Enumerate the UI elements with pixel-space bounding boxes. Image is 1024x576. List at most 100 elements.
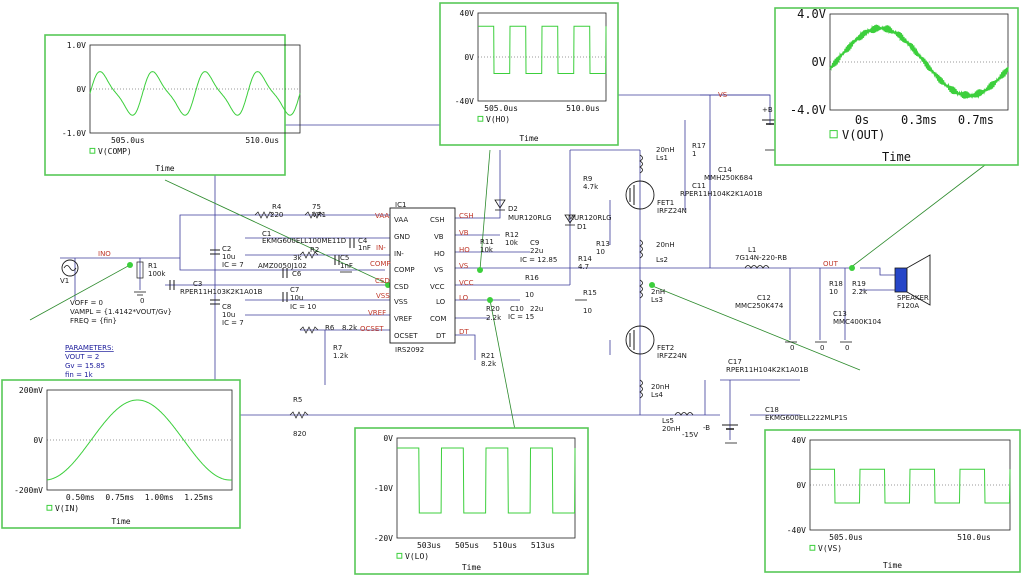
label-c1-value: EKMG600ELL100ME11D [262,237,346,245]
label-c9-ic: IC = 12.85 [520,256,557,264]
label-c7-ref: C7 [290,286,299,294]
label-gnd: 0 [790,344,794,352]
scope-frame [1,379,241,529]
params-title: PARAMETERS: [65,344,114,352]
net-label: OCSET [360,325,384,333]
net-label: CSH [459,212,474,220]
net-label: IN- [376,244,386,252]
label-c18-value: EKMG600ELL222MLP1S [765,414,848,422]
ic-pin: VS [434,266,444,274]
label-c13-ref: C13 [833,310,847,318]
label-r6-ref: R6 [325,324,335,332]
label-ls4-ref: Ls4 [651,391,664,399]
label-d1-ref: D1 [577,223,587,231]
ic-pin: VB [434,233,444,241]
label-fet2-ref: FET2 [657,344,674,352]
x-tick-label: 503us [417,541,441,550]
label-v1-ref: V1 [60,277,69,285]
y-tick-label: -10V [374,484,393,493]
x-tick-label: 0.7ms [958,113,994,127]
label-c18-ref: C18 [765,406,779,414]
net-label: +B [762,106,773,114]
series-line [47,399,232,481]
label-vr1-value: 75 [312,203,321,211]
ic-pin: CSD [394,283,409,291]
label-ls5-ref: Ls5 [662,417,674,425]
label-gnd: 0 [820,344,824,352]
label-c10-ref: C10 [510,305,524,313]
label-c10-ic: IC = 15 [508,313,534,321]
ic-pin: LO [436,298,446,306]
label-c7-ic: IC = 10 [290,303,316,311]
series-line [810,468,1011,504]
label-r1-value: 100k [148,270,166,278]
y-tick-label: 40V [792,436,807,445]
x-tick-label: 505.0us [111,136,145,145]
label-r21-value: 8.2k [481,360,497,368]
label-r2-ref: R2 [310,246,319,254]
label-c8-value: 10u [222,311,235,319]
label-speaker-ref: SPEAKER [897,294,929,302]
label-r5-ref: R5 [293,396,302,404]
label-c3-ref: C3 [193,280,202,288]
y-tick-label: -200mV [14,486,43,495]
label-r18-value: 10 [829,288,838,296]
label-c13-value: MMC400K104 [833,318,882,326]
x-axis-label: Time [883,561,902,570]
component-labels: R4 220 75 VR1 C1 EKMG600ELL100ME11D C4 1… [60,142,929,439]
label-c8-ic: IC = 7 [222,319,244,327]
ic-irs2092[interactable]: IC1 IRS2092 VAA GND IN- COMP CSD VSS VRE… [389,201,456,354]
x-tick-label: 505us [455,541,479,550]
legend-marker [89,147,96,154]
label-ls3-value: 2nH [651,288,665,296]
x-tick-label: 0s [855,113,869,127]
label-r9-value: 4.7k [583,183,599,191]
label-ls1-value: 20nH [656,146,675,154]
ic-pin: COM [430,315,446,323]
series-line [478,25,607,74]
ic-right-pins: CSH VB HO VS VCC LO COM DT [430,216,446,340]
x-tick-label: 513us [531,541,555,550]
x-tick-label: 1.00ms [145,493,174,502]
scope-frame [354,427,589,575]
label-r14-ref: R14 [578,255,592,263]
label-c17-ref: C17 [728,358,742,366]
source-freq: FREQ = {fin} [70,317,117,325]
net-label: CSD [375,277,390,285]
label-d2-ref: D2 [508,205,518,213]
label-c17-value: RPER11H104K2K1A01B [726,366,809,374]
y-tick-label: -40V [455,97,474,106]
ic-pin: DT [436,332,446,340]
source-voff: VOFF = 0 [70,299,103,307]
label-r6-value: 8.2k [342,324,358,332]
label-ls2-value: 20nH [656,241,675,249]
label-r19-ref: R19 [852,280,866,288]
y-tick-label: 0V [464,53,474,62]
label-r12-ref: R12 [505,231,519,239]
label-r14-value: 4.7 [578,263,589,271]
label-r2-value: 3k [293,254,302,262]
label-r21-ref: R21 [481,352,495,360]
label-fet1-ref: FET1 [657,199,674,207]
legend-entry: V(COMP) [98,147,132,156]
x-tick-label: 0.75ms [105,493,134,502]
y-tick-label: 0V [796,481,806,490]
label-c4-ref: C4 [358,237,368,245]
net-label: INO [98,250,111,258]
legend-marker [829,130,838,139]
x-tick-label: 505.0us [484,104,518,113]
label-r13-value: 10 [596,248,605,256]
x-axis-label: Time [155,164,174,173]
label-c2-ic: IC = 7 [222,261,244,269]
label-r18-ref: R18 [829,280,843,288]
label-c11-ref: C11 [692,182,706,190]
label-r16-ref: R16 [525,274,539,282]
y-tick-label: -40V [787,526,806,535]
label-c5-ref: C5 [340,254,349,262]
label-r7-ref: R7 [333,344,342,352]
label-c1-ref: C1 [262,230,271,238]
net-label: VS [459,262,469,270]
